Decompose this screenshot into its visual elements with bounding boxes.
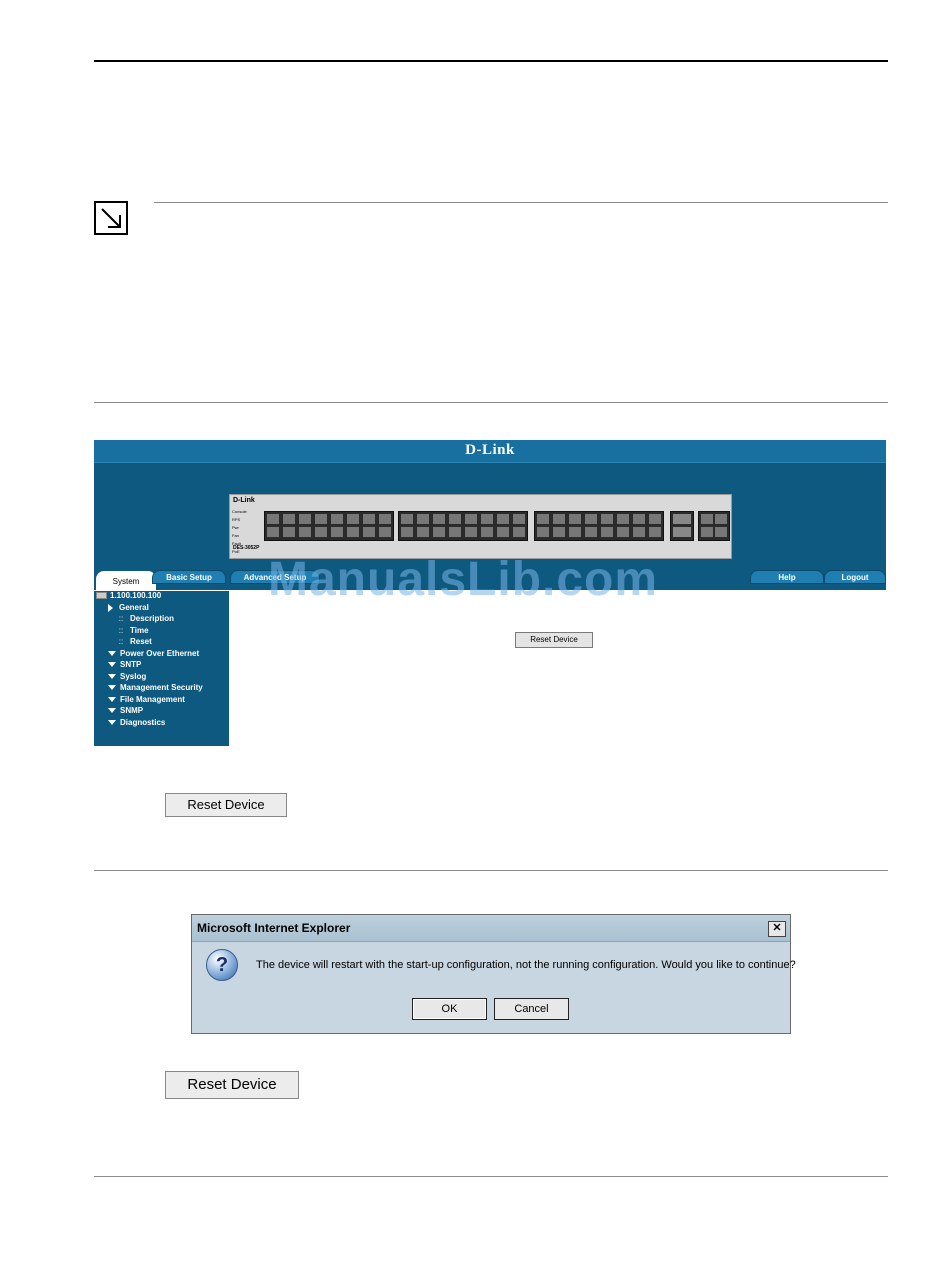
panel-logo: D-Link	[233, 497, 255, 504]
collapse-arrow-icon	[108, 708, 116, 714]
ports-33-48-icon	[537, 514, 661, 537]
port-group-1[interactable]	[264, 511, 394, 541]
led-poe: PoE	[232, 549, 240, 554]
collapse-arrow-icon	[108, 662, 116, 668]
collapse-arrow-icon	[108, 651, 116, 657]
tree-item-file-management[interactable]: File Management	[108, 695, 185, 704]
section-rule-2	[94, 870, 888, 871]
sfp-ports-icon	[673, 514, 691, 537]
bullet-icon: ::	[118, 637, 124, 646]
note-rule	[154, 202, 888, 203]
tree-item-snmp[interactable]: SNMP	[108, 706, 143, 715]
content-area: Reset Device	[229, 591, 886, 746]
panel-status-leds: Console RPS Pwr Fan Fault PoE	[232, 508, 260, 556]
main-tabs: System Basic Setup Advanced Setup Help L…	[94, 570, 886, 592]
cancel-button[interactable]: Cancel	[494, 998, 569, 1020]
dialog-close-button[interactable]: ✕	[768, 921, 786, 937]
tab-help[interactable]: Help	[750, 570, 824, 584]
collapse-arrow-icon	[108, 720, 116, 726]
tree-item-sntp[interactable]: SNTP	[108, 660, 141, 669]
switch-front-panel: D-Link Console RPS Pwr Fan Fault PoE DES…	[229, 494, 732, 559]
header-banner: D-Link D-Link Console RPS Pwr Fan Fault …	[94, 440, 886, 592]
collapse-arrow-icon	[108, 685, 116, 691]
tree-item-time[interactable]: ::Time	[118, 626, 149, 635]
tab-system[interactable]: System	[96, 571, 156, 591]
dialog-message: The device will restart with the start-u…	[256, 959, 796, 971]
reset-device-button-figure[interactable]: Reset Device	[165, 793, 287, 817]
tab-basic-setup[interactable]: Basic Setup	[152, 570, 226, 584]
ok-button[interactable]: OK	[412, 998, 487, 1020]
led-fan: Fan	[232, 533, 239, 538]
tree-item-general[interactable]: General	[108, 603, 149, 612]
dialog-title: Microsoft Internet Explorer	[197, 921, 351, 935]
panel-model-label: DES-3052P	[233, 545, 260, 551]
tree-item-diagnostics[interactable]: Diagnostics	[108, 718, 165, 727]
dlink-logo: D-Link	[465, 442, 515, 458]
led-fault: Fault	[232, 541, 241, 546]
port-group-3[interactable]	[534, 511, 664, 541]
collapse-arrow-icon	[108, 697, 116, 703]
led-console: Console	[232, 509, 247, 514]
logo-strip	[94, 440, 886, 463]
bullet-icon: ::	[118, 614, 124, 623]
tree-item-syslog[interactable]: Syslog	[108, 672, 146, 681]
bullet-icon: ::	[118, 626, 124, 635]
tree-root[interactable]: 1.100.100.100	[96, 591, 161, 600]
reset-device-button-figure-2[interactable]: Reset Device	[165, 1071, 299, 1099]
tree-item-reset[interactable]: ::Reset	[118, 637, 152, 646]
ports-17-32-icon	[401, 514, 525, 537]
switch-icon	[96, 592, 107, 600]
device-web-ui: D-Link D-Link Console RPS Pwr Fan Fault …	[94, 440, 886, 746]
tree-item-management-security[interactable]: Management Security	[108, 683, 203, 692]
tab-logout[interactable]: Logout	[824, 570, 886, 584]
tab-advanced-setup[interactable]: Advanced Setup	[230, 570, 320, 584]
led-rps: RPS	[232, 517, 241, 522]
note-arrow-icon	[94, 201, 128, 235]
expand-arrow-icon	[108, 603, 113, 612]
ports-1-16-icon	[267, 514, 391, 537]
question-icon: ?	[206, 949, 238, 981]
port-group-2[interactable]	[398, 511, 528, 541]
confirm-dialog: Microsoft Internet Explorer ✕ ? The devi…	[191, 914, 796, 1034]
dialog-titlebar: Microsoft Internet Explorer ✕	[192, 915, 790, 942]
sidebar-tree: 1.100.100.100 General ::Description ::Ti…	[94, 591, 229, 746]
bottom-rule	[94, 1176, 888, 1177]
tree-item-power-over-ethernet[interactable]: Power Over Ethernet	[108, 649, 199, 658]
tree-root-label: 1.100.100.100	[110, 591, 162, 600]
reset-device-button[interactable]: Reset Device	[515, 632, 593, 648]
tree-item-description[interactable]: ::Description	[118, 614, 175, 623]
top-rule	[94, 60, 888, 62]
led-pwr: Pwr	[232, 525, 239, 530]
collapse-arrow-icon	[108, 674, 116, 680]
watermark: ManualsLib.com	[268, 553, 659, 606]
uplink-port-group[interactable]	[698, 511, 730, 541]
section-rule-1	[94, 402, 888, 403]
sfp-port-group[interactable]	[670, 511, 694, 541]
uplink-ports-icon	[701, 514, 727, 537]
